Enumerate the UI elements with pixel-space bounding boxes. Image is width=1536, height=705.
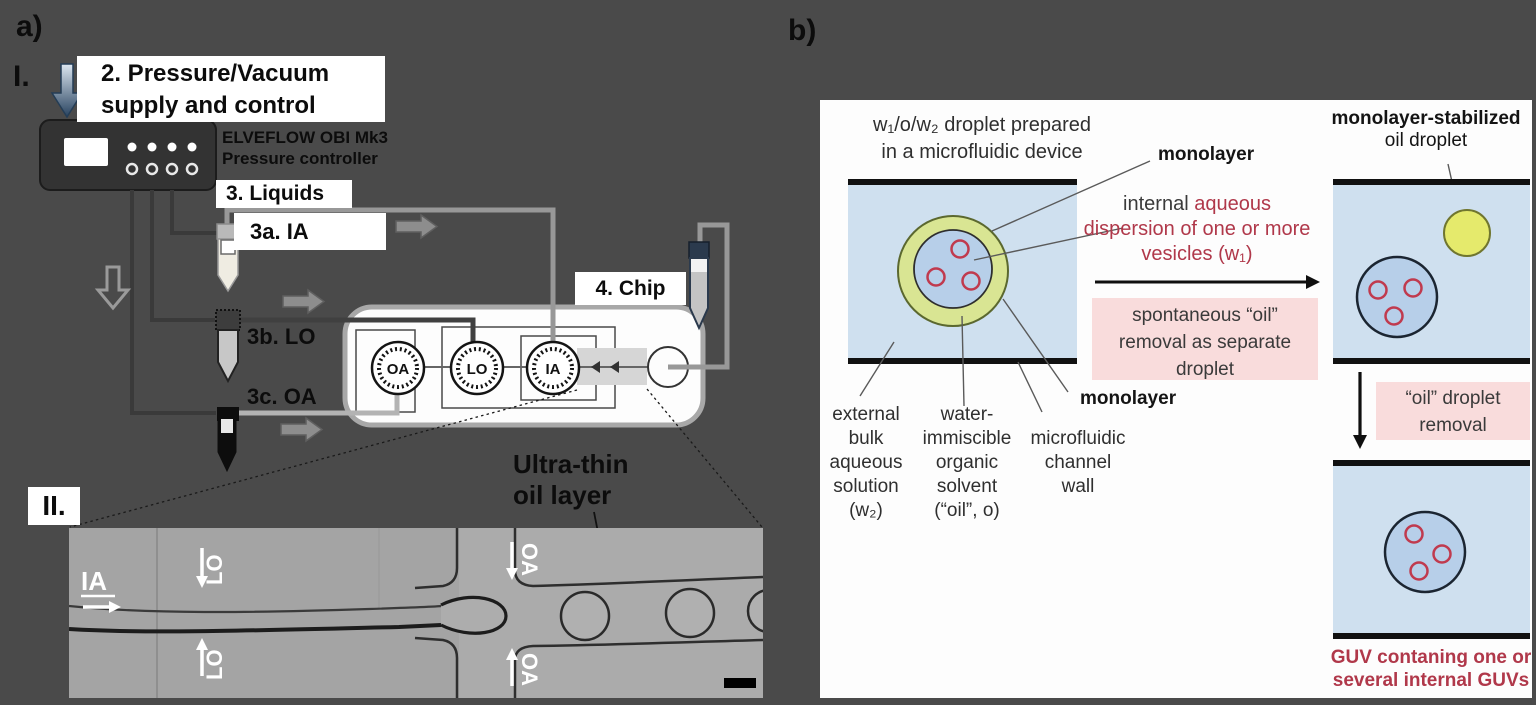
- guv-droplet: [1355, 255, 1439, 339]
- pressure-controller: [39, 119, 217, 191]
- micrograph-label-lo-top: LO: [202, 554, 227, 585]
- external-solution-label: external bulk aqueous solution (w₂): [829, 404, 903, 521]
- tube-ia: [224, 207, 556, 345]
- channel-stabilized: [1333, 179, 1530, 364]
- tube-outlet: [668, 222, 730, 370]
- jet-tip: [440, 595, 508, 635]
- removal-note-box: [1376, 382, 1530, 440]
- micrograph-label-lo-bottom: LO: [202, 649, 227, 680]
- liquid-oa-label: 3c. OA: [247, 384, 317, 409]
- tube-lo: [239, 317, 476, 347]
- chip: [342, 304, 706, 428]
- stabilized-droplet-label-bold: monolayer-stabilized: [1331, 108, 1521, 129]
- vial-ia: [216, 223, 240, 293]
- svg-text:OA: OA: [387, 361, 410, 378]
- panel-b: w₁/o/w₂ droplet prepared in a microfluid…: [820, 100, 1532, 698]
- stabilized-droplet-label: monolayer-stabilized oil droplet: [1325, 108, 1527, 152]
- svg-text:IA: IA: [546, 361, 561, 378]
- collection-vial: [688, 241, 710, 331]
- tube-oa: [239, 394, 400, 416]
- step-two-label: II.: [28, 487, 80, 525]
- controller-screen: [64, 138, 108, 166]
- vial-lo: [215, 309, 241, 384]
- oil-layer-annotation: Ultra-thin oil layer: [513, 449, 629, 510]
- oil-droplet-yellow: [1443, 209, 1491, 257]
- liquids-label: 3. Liquids: [216, 180, 352, 208]
- flow-note-box: [1092, 298, 1318, 380]
- internal-red-text: aqueous dispersion of one or more vesicl…: [1083, 193, 1311, 265]
- liquid-ia-label: 3a. IA: [234, 213, 386, 250]
- stabilized-droplet-label-rest: oil droplet: [1384, 130, 1468, 151]
- callout-line: [646, 388, 763, 528]
- double-emulsion-droplet: [897, 215, 1009, 327]
- pressure-supply-label: 2. Pressure/Vacuum supply and control: [77, 56, 385, 122]
- internal-dark-text: internal: [1123, 193, 1195, 215]
- vial-oa: [217, 407, 239, 473]
- panel-a-schematic: OA LO IA: [39, 63, 763, 598]
- guv-caption: GUV contaning one or several internal GU…: [1330, 647, 1532, 691]
- process-arrow-icon: [1095, 275, 1320, 289]
- channel-wall-label: microfluidic channel wall: [1030, 428, 1126, 497]
- callout-line: [69, 389, 578, 528]
- pressure-tubing: [130, 190, 217, 415]
- oil-droplet: [664, 587, 716, 639]
- panel-a-label: a): [16, 10, 43, 43]
- scale-bar: [724, 678, 756, 688]
- reservoir-ia: IA: [525, 340, 581, 396]
- down-arrow-icon: [1353, 372, 1367, 449]
- liquid-lo-label: 3b. LO: [247, 324, 316, 349]
- pressure-supply-arrow-icon: [50, 63, 84, 119]
- oil-droplet: [559, 590, 611, 642]
- removal-note-text: “oil” droplet removal: [1405, 388, 1501, 436]
- guv-droplet-final: [1383, 510, 1467, 594]
- panel-b-title: w₁/o/w₂ droplet prepared in a microfluid…: [873, 114, 1091, 163]
- reservoir-oa: OA: [370, 340, 426, 396]
- panel-b-diagram: [848, 160, 1530, 639]
- micrograph-label-ia: IA: [81, 566, 107, 596]
- monolayer-label-bottom: monolayer: [1080, 388, 1177, 409]
- micrograph: IA LO LO OA OA: [69, 528, 763, 698]
- reservoir-lo: LO: [449, 340, 505, 396]
- flow-note-text: spontaneous “oil” removal as separate dr…: [1118, 305, 1292, 380]
- panel-b-label: b): [788, 14, 817, 47]
- micrograph-label-oa-top: OA: [517, 543, 542, 576]
- monolayer-label-top: monolayer: [1158, 144, 1255, 165]
- vacuum-arrow-icon: [94, 265, 132, 311]
- micrograph-label-oa-bottom: OA: [517, 653, 542, 686]
- oil-droplet: [746, 589, 763, 633]
- flow-arrow-icon: [280, 416, 324, 443]
- flow-arrow-icon: [395, 213, 439, 240]
- internal-dispersion-label: internal aqueous dispersion of one or mo…: [1082, 192, 1312, 267]
- flow-arrow-icon: [282, 288, 326, 315]
- svg-text:LO: LO: [467, 361, 488, 378]
- organic-solvent-label: water- immiscible organic solvent (“oil”…: [922, 404, 1012, 521]
- step-one-label: I.: [13, 60, 30, 93]
- chip-label: 4. Chip: [575, 272, 686, 305]
- controller-name-label: ELVEFLOW OBI Mk3 Pressure controller: [222, 128, 388, 168]
